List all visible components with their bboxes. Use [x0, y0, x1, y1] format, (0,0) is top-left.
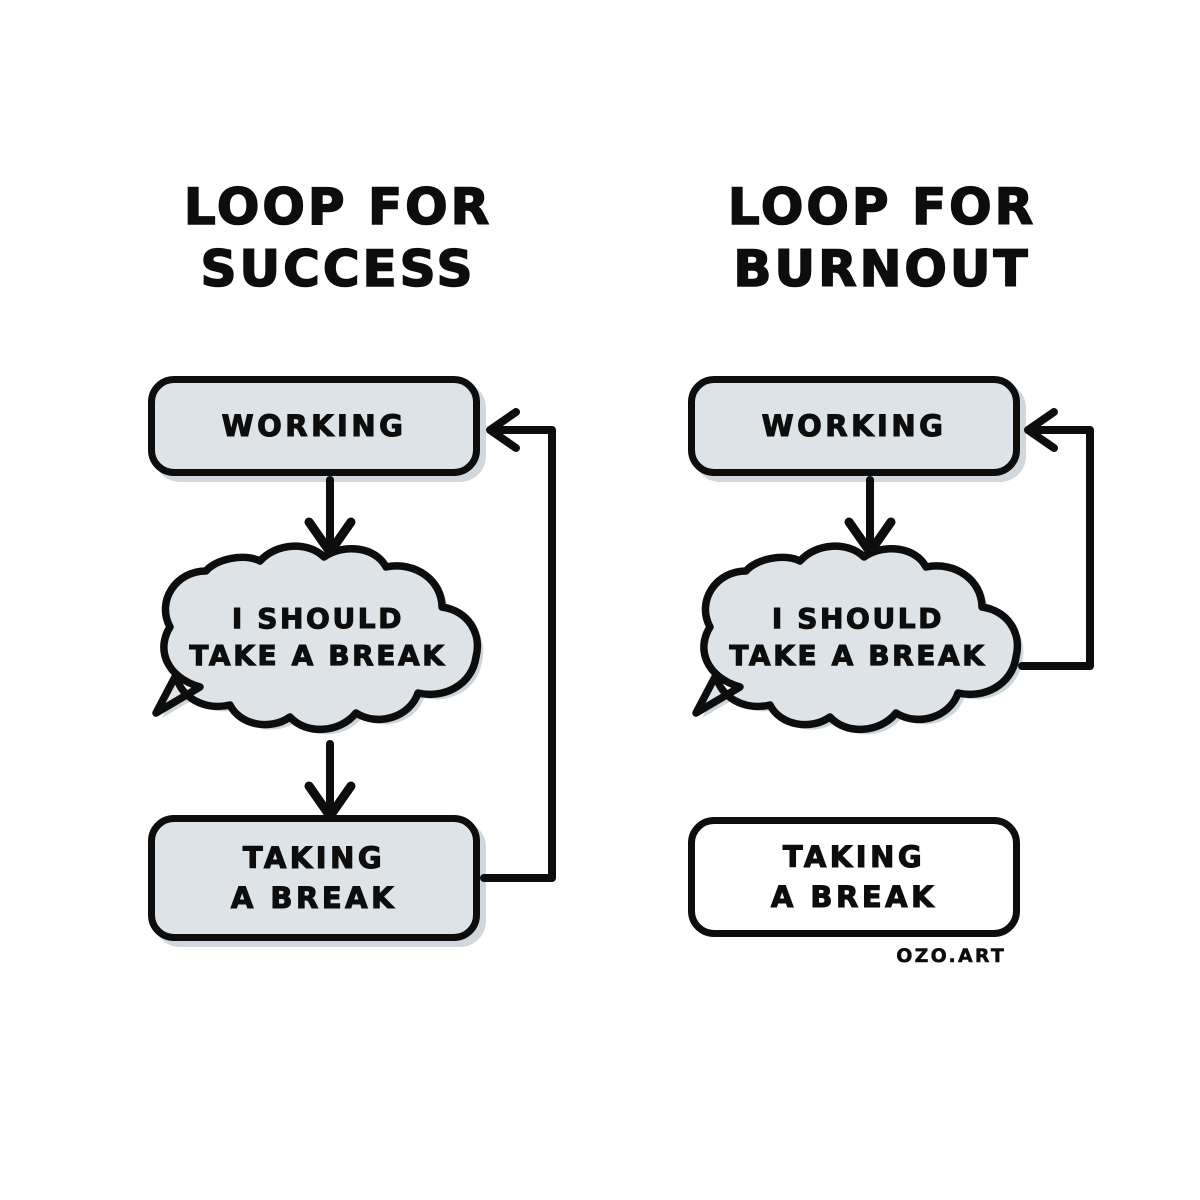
- panel-title-burnout: LOOP FOR BURNOUT: [727, 177, 1037, 299]
- node-working-success: WORKING: [148, 376, 480, 476]
- watermark-ozo-art: OZO.ART: [896, 945, 1006, 968]
- panel-title-success: LOOP FOR SUCCESS: [183, 177, 493, 299]
- node-working-burnout: WORKING: [688, 376, 1020, 476]
- node-thought-burnout: I SHOULD TAKE A BREAK: [688, 542, 1028, 760]
- loop-arrow-break-to-working-success: [478, 408, 588, 882]
- node-break-success: TAKING A BREAK: [148, 815, 480, 941]
- node-thought-success: I SHOULD TAKE A BREAK: [148, 542, 488, 760]
- node-break-burnout: TAKING A BREAK: [688, 817, 1020, 937]
- loop-arrow-thought-to-working-burnout: [1016, 408, 1126, 670]
